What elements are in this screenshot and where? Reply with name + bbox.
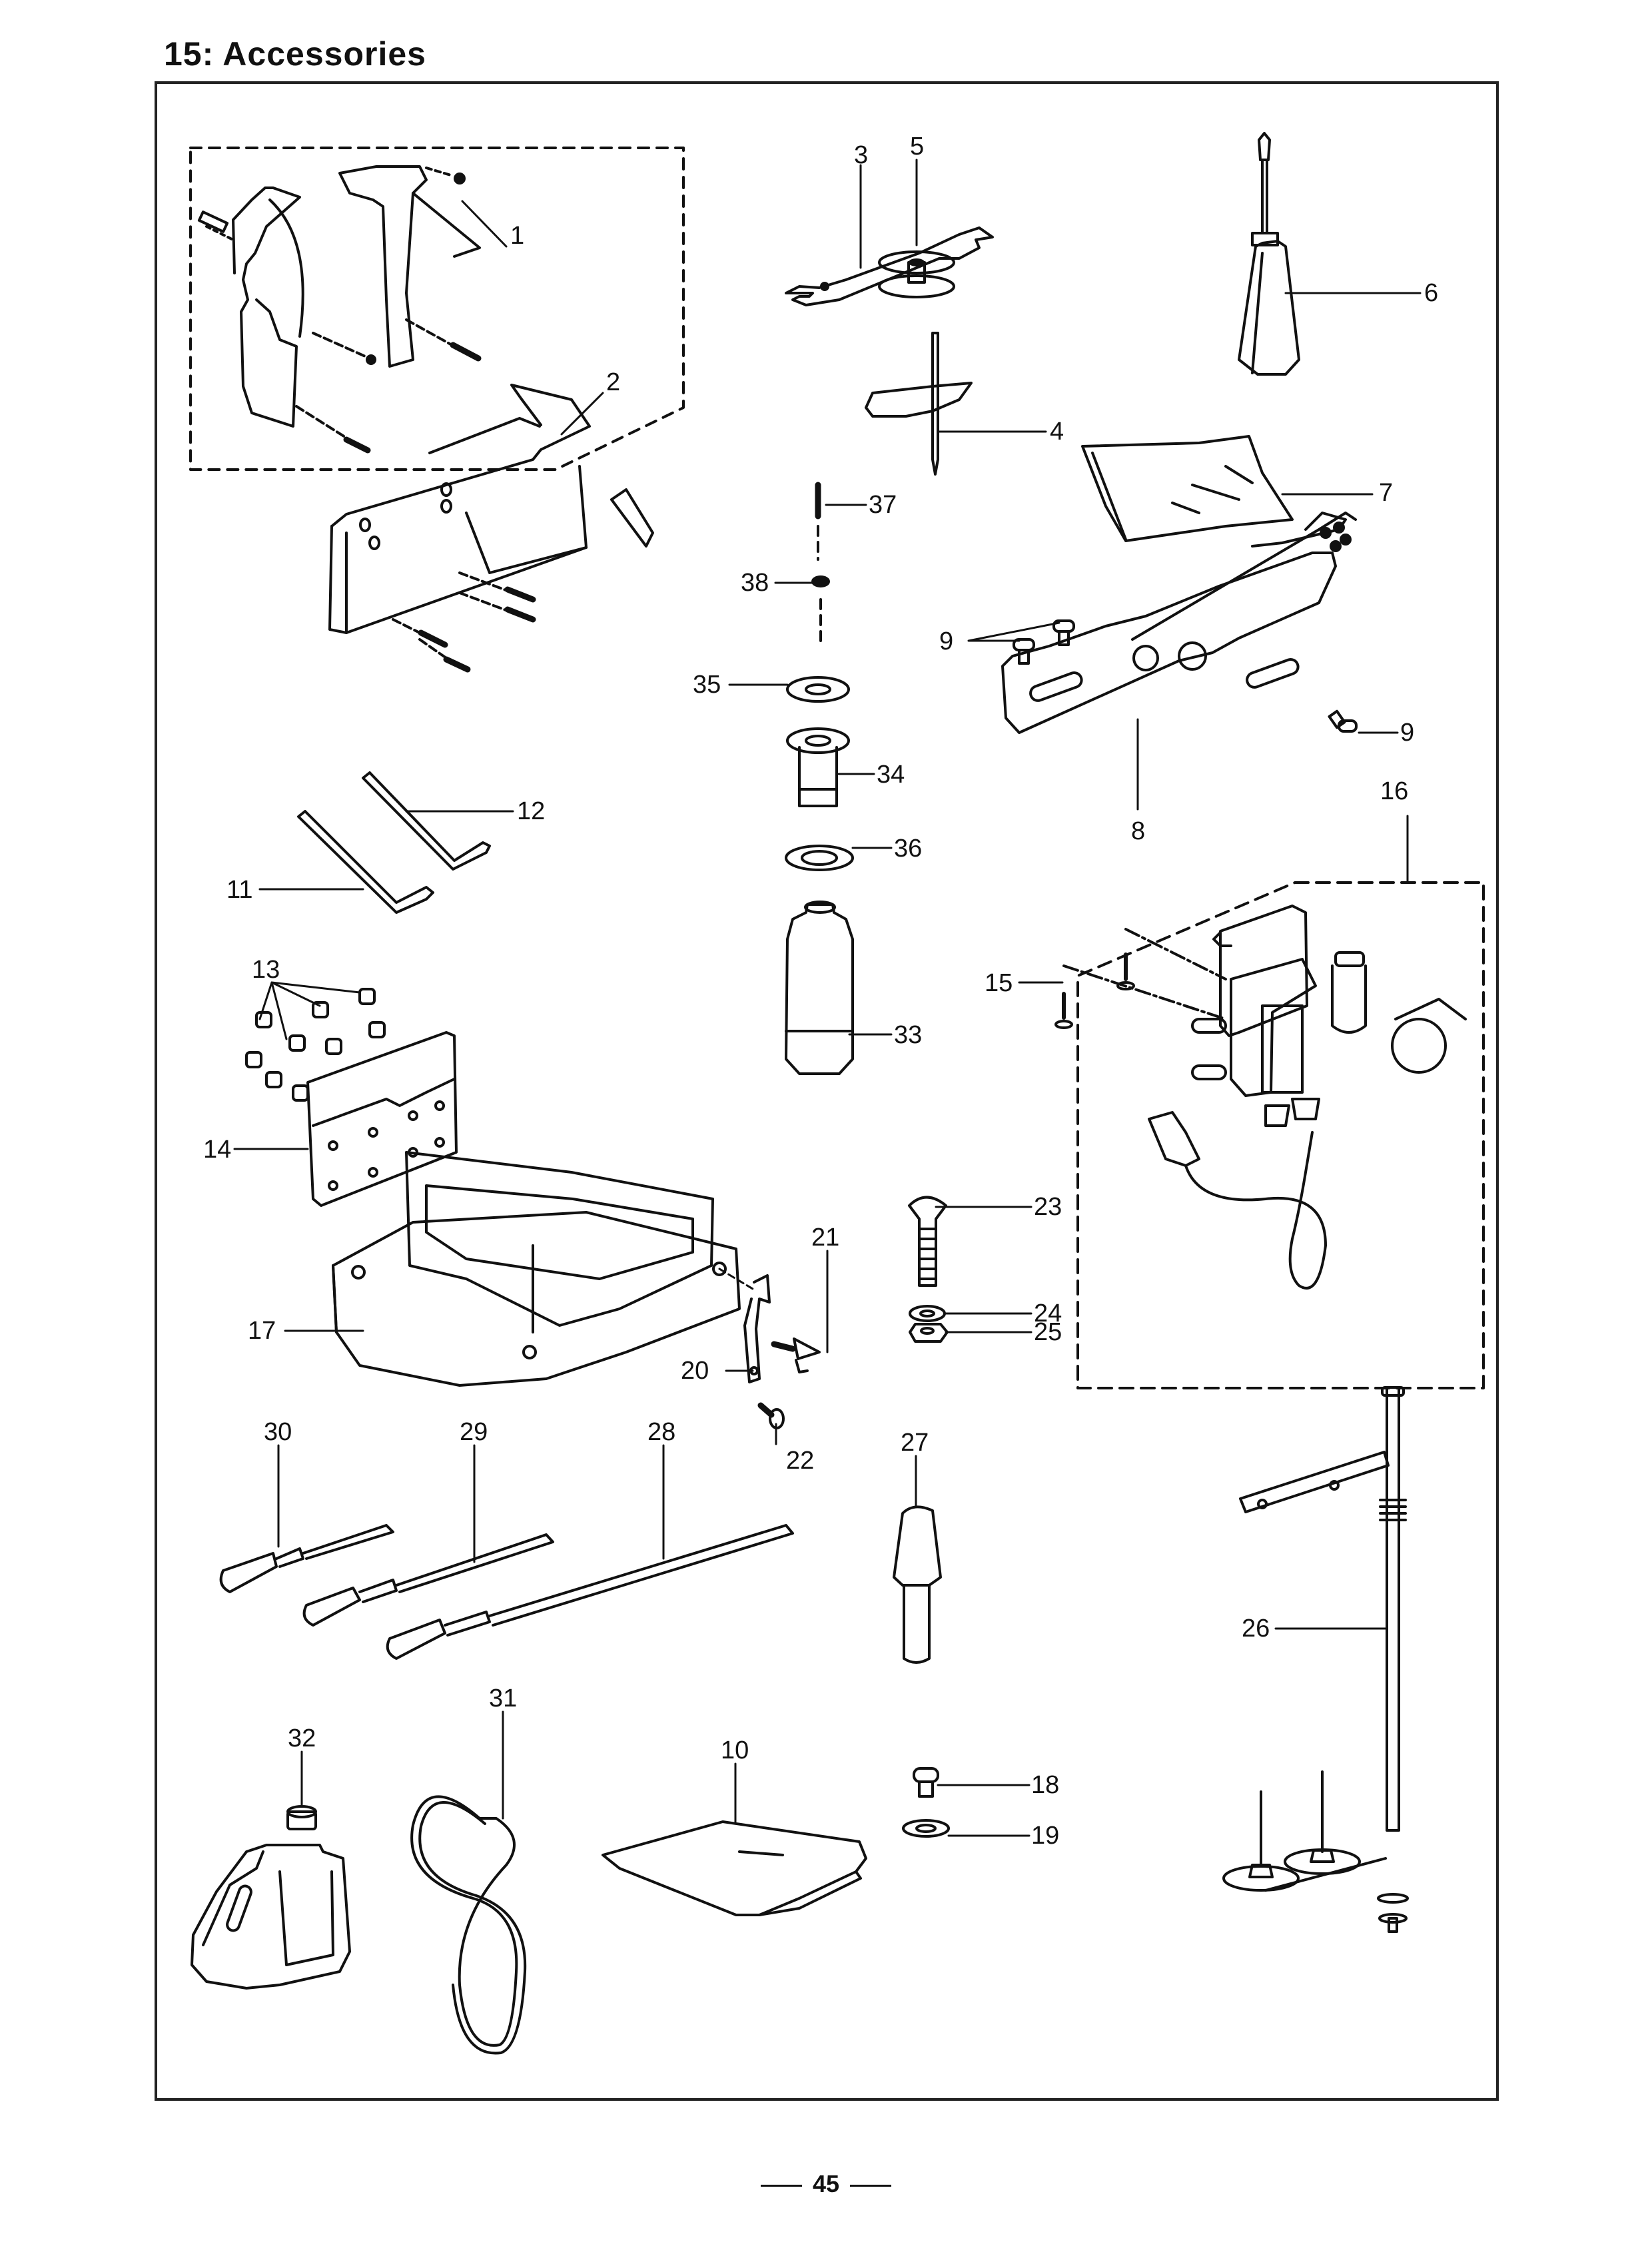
- leader-1: [461, 200, 508, 248]
- callout-9b: 9: [1400, 719, 1414, 747]
- bolt-23: [908, 1196, 947, 1287]
- diagram-frame: [155, 81, 1499, 2101]
- section-title: 15: Accessories: [164, 35, 426, 73]
- callout-7: 7: [1379, 479, 1393, 507]
- callout-28: 28: [647, 1418, 675, 1446]
- group-boundary-16: [1076, 881, 1485, 1389]
- callout-1: 1: [510, 222, 524, 250]
- callout-25: 25: [1034, 1318, 1062, 1346]
- screwdriver-29: [302, 1533, 554, 1627]
- screws-9: [1013, 619, 1358, 733]
- oiler: [1238, 132, 1300, 376]
- callout-37: 37: [869, 491, 897, 519]
- callout-17: 17: [248, 1317, 276, 1345]
- oil-pan-17: [332, 1151, 741, 1387]
- callout-19: 19: [1031, 1822, 1059, 1850]
- callout-4: 4: [1050, 418, 1064, 446]
- callout-38: 38: [741, 569, 769, 597]
- wing-screw-21: [771, 1337, 821, 1373]
- bracket-20: [743, 1274, 771, 1383]
- leader-17-20: [718, 1268, 754, 1290]
- cover-plate-2: [328, 384, 654, 673]
- callout-22: 22: [786, 1447, 814, 1475]
- washer-19: [902, 1819, 950, 1838]
- hinge-14: [306, 1031, 458, 1207]
- needles: [865, 332, 973, 476]
- callout-6: 6: [1424, 279, 1438, 307]
- wrench: [785, 226, 994, 306]
- oil-bottle-32: [191, 1805, 351, 1990]
- hex-keys: [297, 771, 491, 914]
- callout-16: 16: [1380, 777, 1408, 805]
- nut-25: [909, 1323, 949, 1343]
- callout-24: 24: [1034, 1300, 1062, 1327]
- callout-13: 13: [252, 956, 280, 984]
- belt-31: [410, 1795, 527, 2055]
- screws-13: [245, 988, 386, 1102]
- callout-31: 31: [489, 1684, 517, 1712]
- callout-36: 36: [894, 835, 922, 863]
- vinyl-cover: [1081, 435, 1294, 542]
- callout-9a: 9: [939, 627, 953, 655]
- page-number-footer: 45: [0, 2170, 1652, 2198]
- callout-23: 23: [1034, 1193, 1062, 1221]
- leader-13: [258, 981, 361, 1040]
- footer-dash-right: [850, 2184, 892, 2187]
- callout-27: 27: [901, 1429, 929, 1457]
- knee-rest-27: [893, 1505, 942, 1664]
- callout-12: 12: [517, 797, 545, 825]
- callout-11: 11: [226, 876, 252, 904]
- callout-8: 8: [1131, 817, 1145, 845]
- callout-33: 33: [894, 1021, 922, 1049]
- callout-21: 21: [811, 1224, 839, 1252]
- group-boundary-1-2: [189, 147, 685, 471]
- screwdriver-30: [219, 1524, 394, 1593]
- washer-24: [909, 1305, 946, 1322]
- screwdriver-28: [386, 1524, 794, 1660]
- callout-35: 35: [693, 671, 721, 699]
- callout-2: 2: [606, 368, 620, 396]
- air-unit-16: [1148, 905, 1467, 1290]
- callout-29: 29: [460, 1418, 488, 1446]
- bottle-holder-stack: [785, 482, 854, 1075]
- callout-15: 15: [985, 969, 1013, 997]
- page-number: 45: [812, 2170, 840, 2197]
- callout-26: 26: [1242, 1615, 1270, 1643]
- callout-5: 5: [910, 133, 924, 161]
- callout-34: 34: [877, 761, 905, 789]
- leader-2: [560, 392, 604, 436]
- thread-stand-26: [1222, 1386, 1409, 1933]
- callout-18: 18: [1031, 1771, 1059, 1799]
- callout-10: 10: [721, 1736, 749, 1764]
- screw-18: [913, 1767, 939, 1798]
- screw-22: [757, 1402, 785, 1429]
- callout-3: 3: [854, 141, 868, 169]
- leader-9a: [967, 621, 1060, 642]
- cover-assembly-1: [197, 165, 482, 454]
- callout-14: 14: [203, 1136, 231, 1164]
- footer-dash-left: [760, 2184, 802, 2187]
- bobbin: [878, 250, 955, 298]
- screws-15: [1054, 928, 1227, 1029]
- callout-20: 20: [681, 1357, 709, 1385]
- cloth: [602, 1820, 867, 1916]
- callout-32: 32: [288, 1724, 316, 1752]
- callout-30: 30: [264, 1418, 292, 1446]
